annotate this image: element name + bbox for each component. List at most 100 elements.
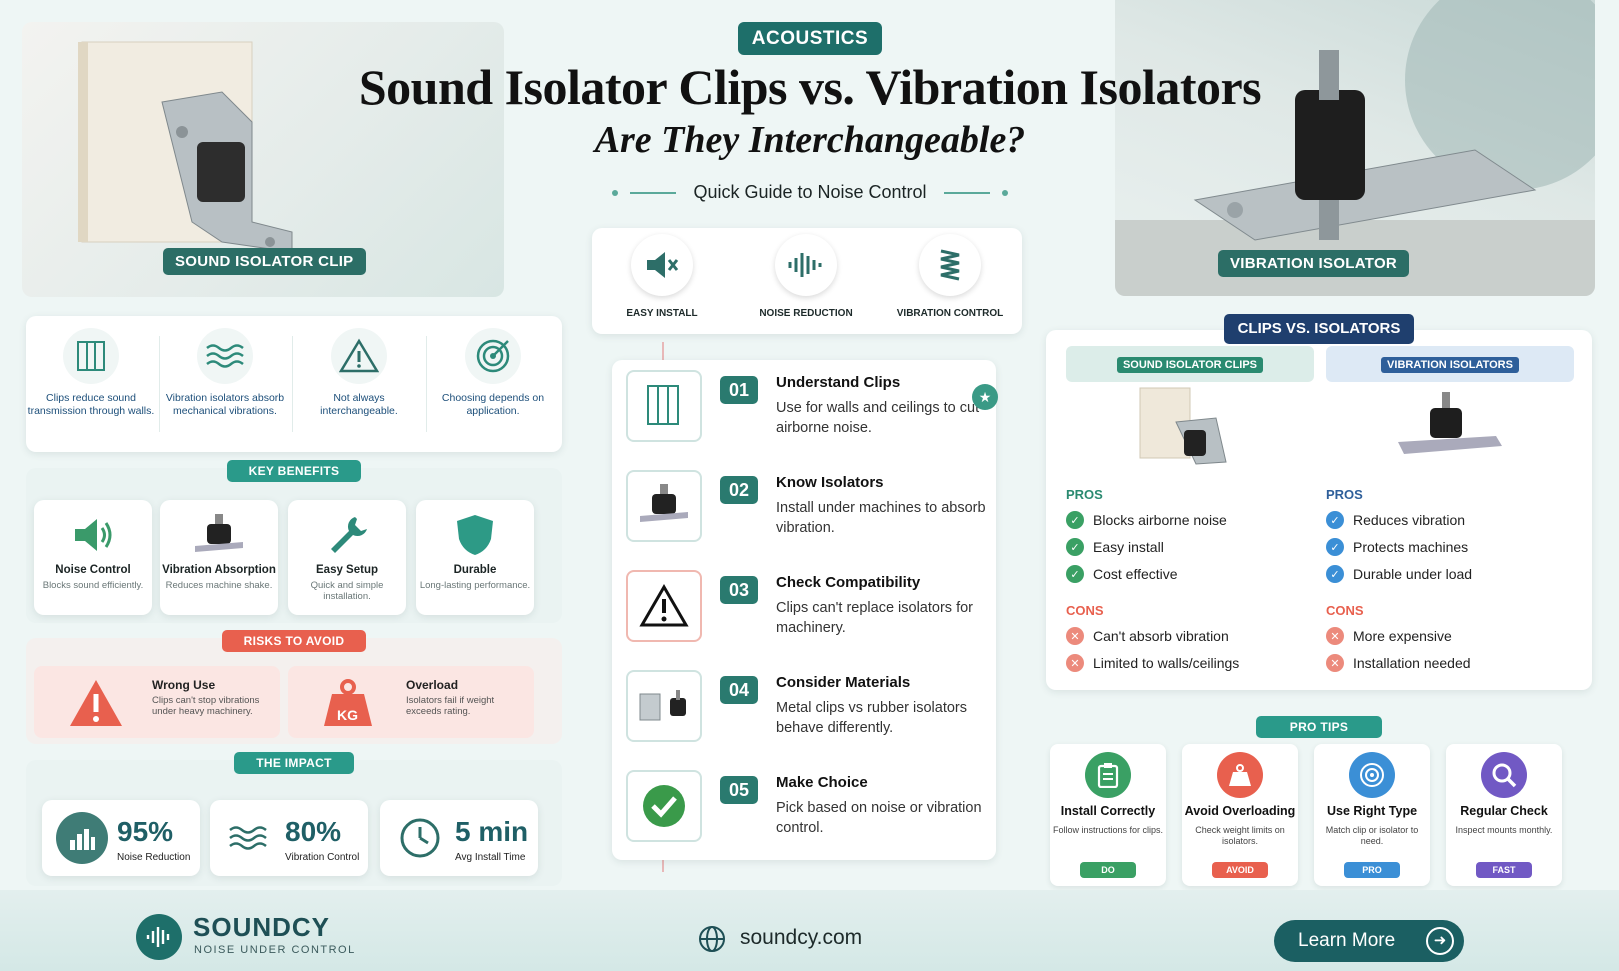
risk-wrong-use: Wrong Use Clips can't stop vibrations un… bbox=[34, 666, 280, 738]
info-text: Not always interchangeable. bbox=[320, 392, 398, 417]
wall-frame-icon bbox=[63, 328, 119, 384]
step-desc: Use for walls and ceilings to cut airbor… bbox=[776, 400, 980, 436]
learn-more-label: Learn More bbox=[1298, 930, 1396, 951]
warning-icon bbox=[331, 328, 387, 384]
isolators-con-item: ✕ Installation needed bbox=[1326, 654, 1574, 672]
learn-more-button[interactable]: Learn More ➜ bbox=[1274, 920, 1464, 962]
con-text: Installation needed bbox=[1353, 655, 1471, 671]
benefit-desc: Quick and simple installation. bbox=[310, 580, 384, 602]
guide-line-left bbox=[630, 192, 677, 195]
target-icon bbox=[1349, 752, 1395, 798]
benefit-title: Durable bbox=[453, 564, 497, 576]
info-text: Clips reduce sound transmission through … bbox=[27, 392, 155, 417]
tip-desc: Follow instructions for clips. bbox=[1052, 825, 1164, 835]
warning-icon bbox=[639, 584, 689, 627]
key-benefits-section: KEY BENEFITS Noise Control Blocks sound … bbox=[26, 460, 562, 623]
impact-heading-wrap: THE IMPACT bbox=[26, 752, 562, 774]
isolators-pro-item: ✓Reduces vibration bbox=[1326, 511, 1574, 529]
impact-value: 80% bbox=[285, 816, 342, 847]
isolators-header-label: VIBRATION ISOLATORS bbox=[1381, 357, 1519, 373]
tip-regular-check: Regular Check Inspect mounts monthly. FA… bbox=[1446, 744, 1562, 886]
x-icon: ✕ bbox=[1066, 654, 1084, 672]
pro-text: Blocks airborne noise bbox=[1093, 512, 1227, 528]
step-number: 03 bbox=[720, 576, 758, 604]
page-title: Sound Isolator Clips vs. Vibration Isola… bbox=[358, 59, 1262, 115]
info-item: Choosing depends on application. bbox=[428, 328, 558, 418]
check-icon: ✓ bbox=[1066, 511, 1084, 529]
risk-desc: Isolators fail if weight exceeds rating. bbox=[406, 695, 495, 717]
benefit-title: Noise Control bbox=[55, 564, 131, 576]
impact-label: Noise Reduction bbox=[117, 852, 191, 863]
logo-icon bbox=[136, 914, 182, 960]
clip-illustration bbox=[78, 41, 293, 253]
feature-easy-install: EASY INSTALL bbox=[592, 234, 732, 319]
speaker-mute-icon bbox=[631, 234, 693, 296]
pro-tips-heading: PRO TIPS bbox=[1255, 716, 1383, 738]
step-3: 03 Check Compatibility Clips can't repla… bbox=[612, 560, 996, 652]
tip-desc: Match clip or isolator to need. bbox=[1325, 825, 1419, 846]
tip-title: Use Right Type bbox=[1326, 804, 1418, 818]
pro-tips-section: PRO TIPS Install Correctly Follow instru… bbox=[1046, 716, 1592, 892]
waves-icon bbox=[197, 328, 253, 384]
weight-icon bbox=[1217, 752, 1263, 798]
benefit-vibration-absorption: Vibration Absorption Reduces machine sha… bbox=[160, 500, 278, 615]
clock-icon bbox=[394, 812, 446, 864]
impact-label: Vibration Control bbox=[285, 852, 360, 863]
risks-heading-wrap: RISKS TO AVOID bbox=[26, 630, 562, 652]
globe-icon bbox=[699, 926, 725, 952]
isolator-illustration bbox=[1115, 0, 1595, 296]
x-icon: ✕ bbox=[1326, 654, 1344, 672]
features-card: EASY INSTALL NOISE REDUCTION VIBRATION C… bbox=[592, 228, 1022, 334]
feature-vibration-control: VIBRATION CONTROL bbox=[880, 234, 1020, 319]
step-1: 01 Understand Clips Use for walls and ce… bbox=[612, 360, 998, 452]
step-4: 04 Consider Materials Metal clips vs rub… bbox=[612, 660, 996, 752]
brand-tagline: NOISE UNDER CONTROL bbox=[194, 944, 356, 956]
clips-pro-item: ✓Easy install bbox=[1066, 538, 1314, 556]
clipboard-icon bbox=[1085, 752, 1131, 798]
tip-badge: PRO bbox=[1344, 862, 1400, 878]
info-text: Choosing depends on application. bbox=[441, 392, 545, 417]
risk-desc: Clips can't stop vibrations under heavy … bbox=[152, 695, 260, 717]
clips-pro-item: ✓Cost effective bbox=[1066, 565, 1314, 583]
star-icon: ★ bbox=[972, 384, 998, 410]
comparison-card: SOUND ISOLATOR CLIPS PROS ✓Blocks airbor… bbox=[1046, 330, 1592, 690]
tip-badge: DO bbox=[1080, 862, 1136, 878]
tip-badge: AVOID bbox=[1212, 862, 1268, 878]
step-number: 02 bbox=[720, 476, 758, 504]
vibration-isolator-image: VIBRATION ISOLATOR bbox=[1115, 0, 1595, 296]
tip-install-correctly: Install Correctly Follow instructions fo… bbox=[1050, 744, 1166, 886]
materials-icon bbox=[639, 690, 686, 721]
impact-value: 5 min bbox=[455, 816, 529, 847]
key-benefits-heading-wrap: KEY BENEFITS bbox=[26, 460, 562, 482]
pro-tips-heading-wrap: PRO TIPS bbox=[1046, 716, 1592, 738]
wrench-icon bbox=[288, 508, 406, 562]
pro-text: Protects machines bbox=[1353, 539, 1469, 555]
step-thumb bbox=[626, 370, 702, 442]
step-title: Check Compatibility bbox=[776, 574, 921, 591]
clip-thumbnail bbox=[1139, 387, 1227, 465]
step-desc: Install under machines to absorb vibrati… bbox=[776, 500, 986, 536]
risk-title: Wrong Use bbox=[152, 678, 216, 692]
isolators-cons-label: CONS bbox=[1326, 603, 1364, 618]
sound-isolator-clip-image: SOUND ISOLATOR CLIP bbox=[22, 22, 504, 297]
info-card: Clips reduce sound transmission through … bbox=[26, 316, 562, 452]
wall-frame-icon bbox=[647, 385, 679, 425]
magnifier-icon bbox=[1481, 752, 1527, 798]
step-2: 02 Know Isolators Install under machines… bbox=[612, 460, 996, 552]
website-link[interactable]: soundcy.com bbox=[740, 926, 863, 949]
vibration-isolator-tag: VIBRATION ISOLATOR bbox=[1218, 250, 1410, 277]
tip-badge: FAST bbox=[1476, 862, 1532, 878]
check-icon: ✓ bbox=[1066, 565, 1084, 583]
clips-pros-label: PROS bbox=[1066, 487, 1103, 502]
weight-icon bbox=[324, 679, 372, 726]
check-circle-icon bbox=[643, 785, 685, 827]
x-icon: ✕ bbox=[1066, 627, 1084, 645]
divider bbox=[292, 336, 293, 432]
speaker-icon bbox=[34, 508, 152, 562]
tip-title: Install Correctly bbox=[1060, 804, 1156, 818]
risks-heading: RISKS TO AVOID bbox=[221, 630, 367, 652]
impact-label: Avg Install Time bbox=[455, 852, 526, 863]
step-title: Understand Clips bbox=[776, 374, 901, 391]
benefit-durable: Durable Long-lasting performance. bbox=[416, 500, 534, 615]
feature-label: NOISE REDUCTION bbox=[759, 308, 853, 319]
